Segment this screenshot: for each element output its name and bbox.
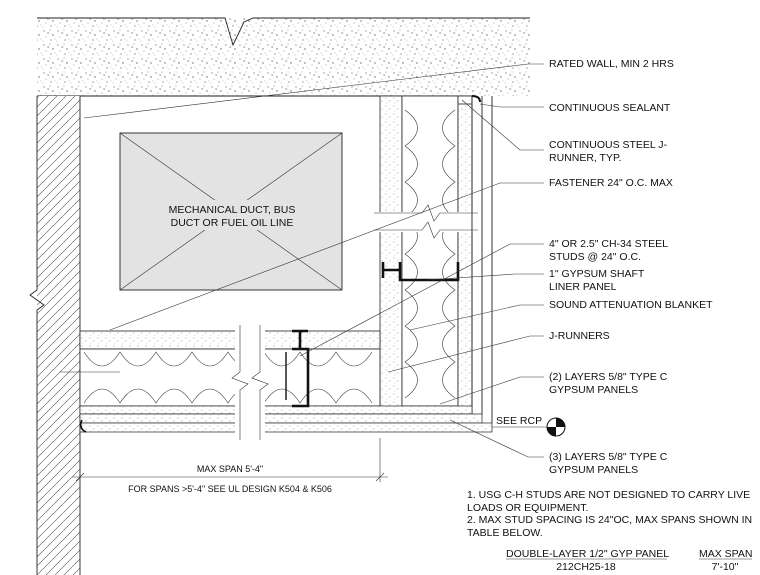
general-notes: 1. USG C-H STUDS ARE NOT DESIGNED TO CAR…	[467, 489, 752, 539]
label-three-layers-line-2: GYPSUM PANELS	[549, 464, 638, 476]
note-line-1: 1. USG C-H STUDS ARE NOT DESIGNED TO CAR…	[467, 489, 750, 501]
mechanical-duct: MECHANICAL DUCT, BUS DUCT OR FUEL OIL LI…	[119, 132, 343, 291]
label-continuous-sealant: CONTINUOUS SEALANT	[549, 102, 671, 114]
label-j-runner-line-1: CONTINUOUS STEEL J-	[549, 139, 668, 151]
vertical-shaft-wall	[374, 95, 481, 415]
label-two-layers-line-2: GYPSUM PANELS	[549, 384, 638, 396]
label-studs-line-1: 4" OR 2.5" CH-34 STEEL	[549, 238, 668, 250]
note-line-2: LOADS OR EQUIPMENT.	[467, 502, 588, 514]
left-rated-wall	[29, 96, 81, 575]
label-j-runners: J-RUNNERS	[549, 330, 610, 342]
note-line-4: TABLE BELOW.	[467, 527, 543, 539]
table-header-span: MAX SPAN	[699, 548, 752, 560]
table-cell-span: 7'-10"	[712, 561, 739, 573]
see-rcp-label: SEE RCP	[496, 415, 542, 427]
label-fastener: FASTENER 24" O.C. MAX	[549, 177, 673, 189]
label-two-layers-line-1: (2) LAYERS 5/8" TYPE C	[549, 371, 668, 383]
horizontal-ceiling-membrane	[79, 96, 493, 440]
callout-labels: RATED WALL, MIN 2 HRS CONTINUOUS SEALANT…	[549, 58, 713, 476]
duct-label-line-1: MECHANICAL DUCT, BUS	[169, 204, 296, 216]
max-span-label: MAX SPAN 5'-4"	[197, 464, 263, 474]
label-j-runner-line-2: RUNNER, TYP.	[549, 152, 622, 164]
max-span-dimension: MAX SPAN 5'-4" FOR SPANS >5'-4" SEE UL D…	[72, 438, 388, 494]
label-three-layers-line-1: (3) LAYERS 5/8" TYPE C	[549, 451, 668, 463]
duct-label-line-2: DUCT OR FUEL OIL LINE	[171, 217, 294, 229]
label-rated-wall: RATED WALL, MIN 2 HRS	[549, 58, 674, 70]
table-header-panel: DOUBLE-LAYER 1/2" GYP PANEL	[506, 548, 669, 560]
label-liner-line-2: LINER PANEL	[549, 281, 617, 293]
label-liner-line-1: 1" GYPSUM SHAFT	[549, 268, 645, 280]
top-concrete-slab	[37, 17, 530, 97]
table-cell-panel: 212CH25-18	[556, 561, 616, 573]
for-spans-note: FOR SPANS >5'-4" SEE UL DESIGN K504 & K5…	[128, 484, 332, 494]
label-sound-blanket: SOUND ATTENUATION BLANKET	[549, 299, 713, 311]
see-rcp-symbol: SEE RCP	[492, 415, 566, 437]
note-line-3: 2. MAX STUD SPACING IS 24"OC, MAX SPANS …	[467, 514, 752, 526]
label-studs-line-2: STUDS @ 24" O.C.	[549, 251, 641, 263]
leader-lines	[60, 63, 544, 458]
span-table: DOUBLE-LAYER 1/2" GYP PANEL MAX SPAN 212…	[506, 548, 752, 573]
